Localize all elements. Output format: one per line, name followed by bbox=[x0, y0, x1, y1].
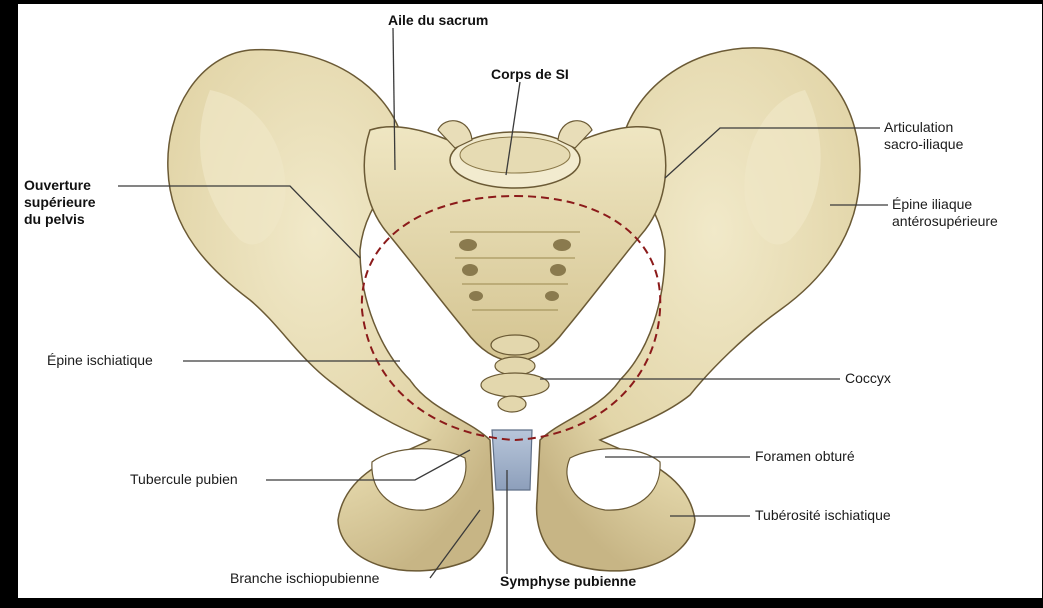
label-articulation-line2: sacro-iliaque bbox=[884, 136, 963, 153]
label-branche-ischiopubienne: Branche ischiopubienne bbox=[230, 570, 379, 587]
label-epine-iliaque-line1: Épine iliaque bbox=[892, 196, 998, 213]
label-ouverture-line1: Ouverture bbox=[24, 177, 96, 194]
label-symphyse-pubienne: Symphyse pubienne bbox=[500, 573, 636, 590]
pubic-symphysis-cartilage bbox=[492, 430, 532, 490]
label-epine-ischiatique: Épine ischiatique bbox=[47, 352, 153, 369]
label-aile-sacrum: Aile du sacrum bbox=[388, 12, 488, 29]
label-ouverture-line2: supérieure bbox=[24, 194, 96, 211]
label-corps-s1: Corps de SI bbox=[491, 66, 569, 83]
label-foramen-obture: Foramen obturé bbox=[755, 448, 855, 465]
label-tuberosite-ischiatique: Tubérosité ischiatique bbox=[755, 507, 891, 524]
label-coccyx: Coccyx bbox=[845, 370, 891, 387]
label-ouverture-line3: du pelvis bbox=[24, 211, 96, 228]
label-ouverture-superieure: Ouverture supérieure du pelvis bbox=[24, 177, 96, 228]
sacrum bbox=[364, 121, 665, 362]
label-epine-iliaque-line2: antérosupérieure bbox=[892, 213, 998, 230]
label-articulation-sacro-iliaque: Articulation sacro-iliaque bbox=[884, 119, 963, 153]
label-articulation-line1: Articulation bbox=[884, 119, 963, 136]
label-tubercule-pubien: Tubercule pubien bbox=[130, 471, 238, 488]
coccyx bbox=[481, 335, 549, 412]
label-epine-iliaque: Épine iliaque antérosupérieure bbox=[892, 196, 998, 230]
